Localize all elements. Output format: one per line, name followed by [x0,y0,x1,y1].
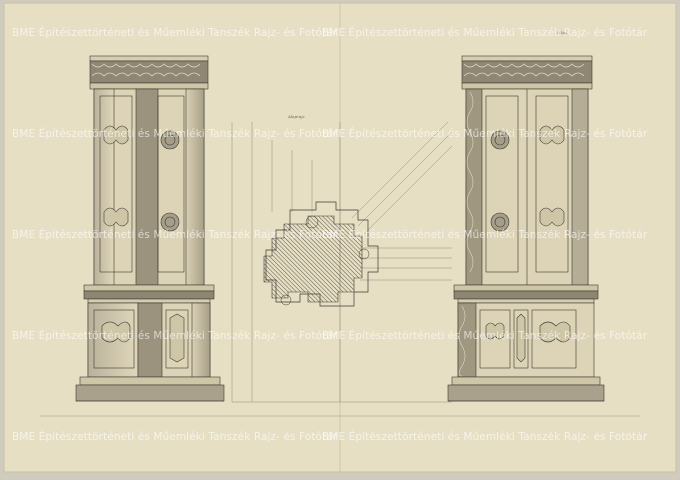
watermark-text: BME Építészettörténeti és Műemléki Tansz… [322,431,648,443]
watermark-text: BME Építészettörténeti és Műemléki Tansz… [12,431,338,443]
corner-note: 4. lap [556,30,568,35]
watermark-text: BME Építészettörténeti és Műemléki Tansz… [322,128,648,140]
watermark-text: BME Építészettörténeti és Műemléki Tansz… [322,229,648,241]
watermark-text: BME Építészettörténeti és Műemléki Tansz… [12,27,338,39]
watermark-text: BME Építészettörténeti és Műemléki Tansz… [12,229,338,241]
floor-plan [231,121,453,403]
watermark-text: BME Építészettörténeti és Műemléki Tansz… [322,27,648,39]
left-cabinet-elevation [75,55,225,402]
right-cabinet-elevation [447,55,605,402]
plan-caption: Alaprajz [288,114,305,119]
watermark-text: BME Építészettörténeti és Műemléki Tansz… [12,330,338,342]
watermark-text: BME Építészettörténeti és Műemléki Tansz… [322,330,648,342]
watermark-text: BME Építészettörténeti és Műemléki Tansz… [12,128,338,140]
